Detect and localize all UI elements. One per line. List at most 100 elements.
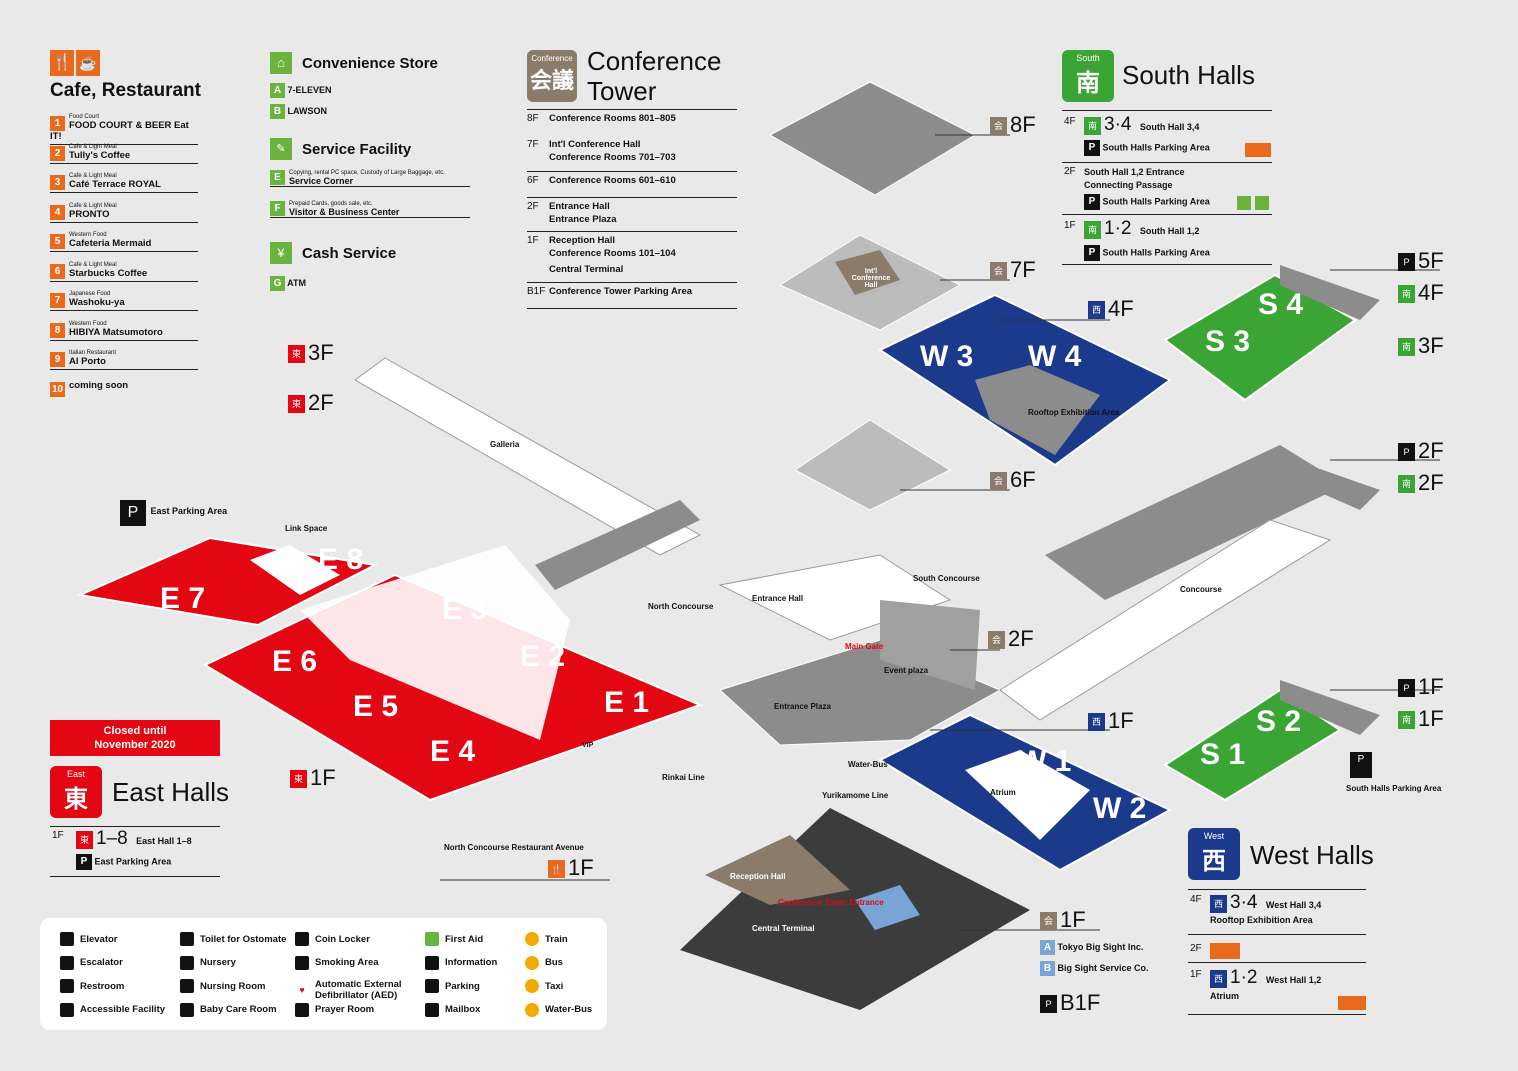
cafe-icon: 🍴 ☕ — [50, 50, 100, 76]
cash-g: G ATM — [270, 276, 306, 291]
legend-item: Water-Bus — [525, 1002, 635, 1017]
south-f1: 1F — [1064, 220, 1076, 231]
taxi-icon — [525, 979, 539, 993]
reception-hall — [705, 835, 850, 905]
legend-item: Baby Care Room — [180, 1002, 290, 1017]
hall-w3: W 3 — [920, 340, 974, 373]
legend-item: First Aid — [425, 932, 535, 946]
escalator-icon — [60, 955, 74, 970]
hall-s3: S 3 — [1205, 325, 1251, 358]
mailbox-icon — [425, 1002, 439, 1017]
south-badge: South 南 — [1062, 50, 1114, 102]
hall-e4: E 4 — [430, 735, 476, 768]
south-concourse-upper — [1045, 445, 1345, 600]
cafe-title: Cafe, Restaurant — [50, 80, 201, 101]
parking-icon — [425, 979, 439, 993]
conference-row: Central Terminal — [549, 264, 624, 275]
b1-a-label: A Tokyo Big Sight Inc. — [1040, 940, 1143, 955]
legend-item: Parking — [425, 979, 535, 993]
south-park-3: P South Halls Parking Area — [1084, 245, 1210, 261]
main-gate-tag: Main Gate — [845, 642, 884, 651]
conference-badge: Conference 会議 — [527, 50, 577, 102]
conference-title-2: Tower — [587, 76, 657, 106]
first-aid-icon — [425, 932, 439, 946]
south-f2: 2F — [1064, 166, 1076, 177]
ncra-tag: North Concourse Restaurant Avenue — [444, 843, 584, 852]
east-title: East Halls — [112, 777, 230, 807]
ostomate-icon — [180, 932, 194, 946]
south-f4: 4F — [1064, 116, 1076, 127]
cash-service-icon: ¥ — [270, 242, 292, 264]
galleria-walkway — [354, 357, 702, 556]
elevator-icon — [60, 932, 74, 946]
south-parking-icon: P — [1350, 752, 1372, 778]
legend-item: ♥Automatic External Defibrillator (AED) — [295, 979, 415, 1001]
event-plaza-tag: Event plaza — [884, 666, 929, 675]
link-space-tag: Link Space — [285, 524, 328, 533]
hall-w2: W 2 — [1093, 792, 1147, 825]
water-bus-tag: Water-Bus — [848, 760, 888, 769]
atrium — [965, 750, 1090, 840]
entrance-hall-tag: Entrance Hall — [752, 594, 804, 603]
conference-title-1: Conference — [587, 46, 722, 76]
train-icon — [525, 932, 539, 946]
wheelchair-icon — [60, 1002, 74, 1017]
nursery-icon — [180, 955, 194, 970]
prayer-room-icon — [295, 1002, 309, 1017]
south-parking-tag: South Halls Parking Area — [1346, 784, 1442, 793]
north-walkway — [535, 500, 700, 590]
west-title: West Halls — [1250, 840, 1374, 870]
hall-w4: W 4 — [1028, 340, 1082, 373]
legend-item: Smoking Area — [295, 955, 415, 970]
link-space — [250, 545, 340, 595]
cash-title: Cash Service — [302, 245, 397, 262]
legend-item: Mailbox — [425, 1002, 535, 1017]
hall-e2: E 2 — [520, 640, 566, 673]
hall-e1: E 1 — [604, 686, 650, 719]
legend-item: Escalator — [60, 955, 170, 970]
legend-item: Bus — [525, 955, 635, 970]
west-badge: West 西 — [1188, 828, 1240, 880]
b1-a — [855, 885, 920, 930]
east-badge: East 東 — [50, 766, 102, 818]
rooftop-area — [975, 365, 1100, 455]
smoking-icon — [295, 955, 309, 970]
b1-b-label: B Big Sight Service Co. — [1040, 961, 1149, 976]
legend-item: Coin Locker — [295, 932, 415, 946]
south-hall-1-2 — [1163, 688, 1342, 802]
west-legend-1f: 1F — [1190, 969, 1202, 980]
south-parking-2f — [1280, 455, 1380, 510]
legend-item: Taxi — [525, 979, 635, 993]
west-legend-rooftop: Rooftop Exhibition Area — [1210, 915, 1313, 925]
hall-e6: E 6 — [272, 645, 318, 678]
south-service-icon — [1255, 196, 1269, 210]
legend-item: Elevator — [60, 932, 170, 946]
hall-w1: W 1 — [1018, 745, 1072, 778]
service-e: E Copying, rental PC space, Custody of L… — [270, 170, 470, 187]
